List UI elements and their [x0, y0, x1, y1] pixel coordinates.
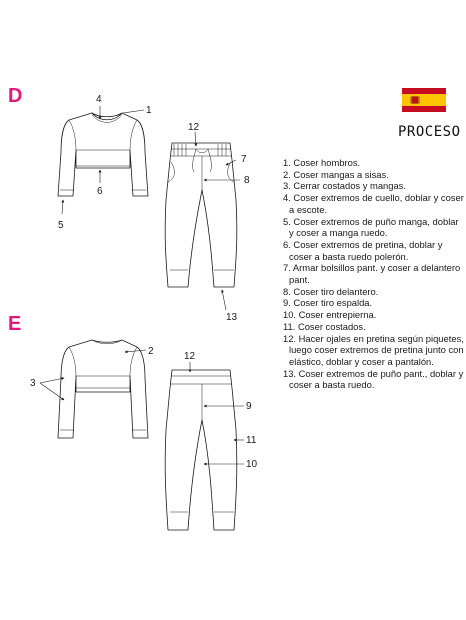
callout-e-11: 11 — [246, 435, 257, 446]
spain-flag-icon — [402, 88, 446, 112]
sweatshirt-front-drawing — [57, 112, 149, 197]
step-item: 3. Cerrar costados y mangas. — [283, 180, 406, 192]
callout-d-8: 8 — [244, 175, 250, 186]
section-letter-e: E — [8, 313, 21, 335]
callout-d-5: 5 — [58, 220, 64, 231]
callout-d-12: 12 — [188, 122, 200, 133]
pants-front-drawing — [164, 142, 238, 288]
callout-d-13: 13 — [226, 312, 238, 323]
step-item: 2. Coser mangas a sisas. — [283, 168, 389, 180]
step-item: 5. Coser extremos de puño manga, doblar … — [283, 215, 459, 239]
brand-label: PROCESO — [398, 124, 461, 140]
sweatshirt-back-drawing — [57, 339, 149, 439]
callout-d-7: 7 — [241, 154, 247, 165]
pants-back-drawing — [164, 369, 238, 531]
callout-e-2: 2 — [148, 346, 154, 357]
callout-d-4: 4 — [96, 94, 102, 105]
callout-d-1: 1 — [146, 105, 152, 116]
section-letter-d: D — [8, 85, 22, 107]
step-item: 12. Hacer ojales en pretina según piquet… — [283, 332, 464, 367]
callout-e-3: 3 — [30, 378, 36, 389]
step-item: 10. Coser entrepierna. — [283, 309, 377, 321]
callout-e-12: 12 — [184, 351, 196, 362]
callout-e-10: 10 — [246, 459, 258, 470]
step-item: 11. Coser costados. — [283, 320, 366, 332]
drawstring-icon — [192, 148, 212, 173]
step-item: 1. Coser hombros. — [283, 157, 361, 168]
step-item: 6. Coser extremos de pretina, doblar y c… — [283, 238, 443, 262]
step-item: 4. Coser extremos de cuello, doblar y co… — [283, 192, 464, 215]
process-steps-list: 1. Coser hombros. 2. Coser mangas a sisa… — [283, 157, 465, 391]
step-item: 8. Coser tiro delantero. — [283, 285, 379, 297]
step-item: 13. Coser extremos de puño pant., doblar… — [283, 367, 464, 391]
callout-e-9: 9 — [246, 401, 252, 412]
step-item: 9. Coser tiro espalda. — [283, 297, 373, 309]
step-item: 7. Armar bolsillos pant. y coser a delan… — [283, 262, 461, 286]
callout-d-6: 6 — [97, 186, 103, 197]
